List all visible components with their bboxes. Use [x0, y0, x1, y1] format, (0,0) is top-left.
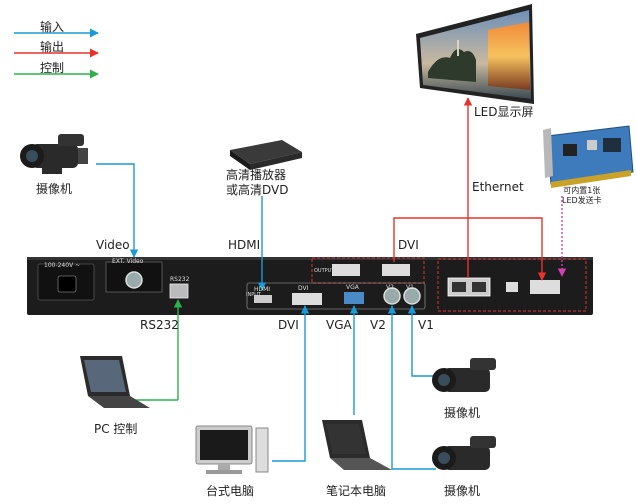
- vga-label: VGA: [326, 318, 352, 332]
- v1-input-line: [407, 305, 436, 377]
- legend-control-label: 控制: [40, 61, 65, 75]
- desktop-computer-icon: [195, 425, 269, 474]
- player-label: 高清播放器 或高清DVD: [226, 168, 289, 197]
- v2-bnc-port: [383, 287, 401, 305]
- camera-right-2-icon: [432, 436, 496, 470]
- vga-port: [344, 292, 364, 304]
- usb-port: [506, 282, 518, 292]
- legend-input-label: 输入: [40, 20, 65, 34]
- dvi-panel-label: DVI: [298, 285, 309, 292]
- v1-bnc-port: [403, 287, 421, 305]
- video-processor-panel: [27, 257, 593, 315]
- camera-right-1-label: 摄像机: [444, 406, 481, 420]
- dvi-output-port-1: [332, 264, 360, 276]
- input-tag-label: INPUT: [246, 292, 261, 298]
- v2-input-line: [387, 305, 436, 470]
- sender-card-dvi-port: [530, 280, 560, 294]
- desktop-label: 台式电脑: [206, 484, 255, 498]
- legend: [14, 28, 99, 79]
- legend-output-label: 输出: [40, 40, 65, 54]
- power-rating-label: 100-240V ~: [44, 262, 81, 269]
- dvi-top-label: DVI: [398, 238, 419, 252]
- video-input-line: [96, 163, 139, 258]
- led-screen-label: LED显示屏: [474, 105, 534, 119]
- rs232-label: RS232: [140, 318, 179, 332]
- ext-video-bnc-port: [125, 271, 143, 289]
- sender-card-icon: [543, 125, 634, 188]
- v2-panel-label: V2: [386, 284, 394, 291]
- ext-video-panel-label: EXT. Video: [112, 258, 144, 265]
- rs232-panel-label: RS232: [170, 276, 190, 283]
- camera-top-label: 摄像机: [36, 182, 73, 196]
- rs232-port: [169, 283, 189, 299]
- v1-label: V1: [418, 318, 434, 332]
- notebook-label: 笔记本电脑: [326, 484, 387, 498]
- hdmi-label: HDMI: [228, 238, 261, 252]
- ethernet-label: Ethernet: [472, 180, 524, 194]
- v1-panel-label: V1: [406, 284, 414, 291]
- led-screen-image: [416, 4, 534, 104]
- hdmi-panel-label: HDMI: [254, 286, 271, 293]
- dvi-input-line: [272, 305, 310, 462]
- camera-icon: [20, 134, 88, 174]
- notebook-computer-icon: [322, 420, 392, 470]
- video-label: Video: [96, 238, 130, 252]
- dvi-output-port-2: [382, 264, 410, 276]
- hdmi-port: [254, 295, 272, 303]
- pc-control-label: PC 控制: [94, 422, 138, 436]
- dvi-input-port: [292, 293, 322, 305]
- sender-card-label: 可内置1张 LED发送卡: [562, 186, 602, 205]
- camera-right-2-label: 摄像机: [444, 484, 481, 498]
- hd-player-icon: [230, 140, 302, 170]
- v2-label: V2: [370, 318, 386, 332]
- camera-right-1-icon: [432, 358, 496, 392]
- pc-laptop-icon: [80, 356, 150, 408]
- output-tag-label: OUTPUT: [314, 268, 335, 274]
- vga-panel-label: VGA: [346, 284, 359, 291]
- dvi-bottom-label: DVI: [278, 318, 299, 332]
